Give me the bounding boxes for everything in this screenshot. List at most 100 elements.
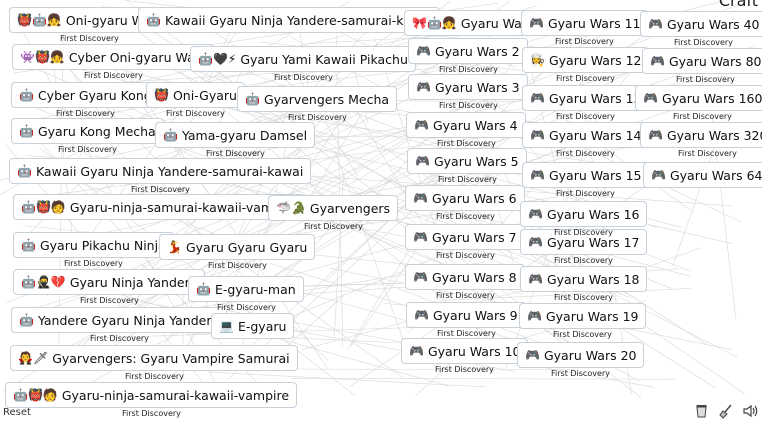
element-emoji-icon: 🎮 xyxy=(648,17,663,31)
element-tile[interactable]: 🎮Gyaru Wars 640 xyxy=(643,162,762,188)
element-emoji-icon: 🎮 xyxy=(651,168,666,182)
element-tile[interactable]: 🤖Cyber Gyaru Kong xyxy=(11,82,160,108)
first-discovery-badge: First Discovery xyxy=(556,112,615,121)
element-label: Gyaru-ninja-samurai-kawaii-vampire xyxy=(61,387,290,403)
element-emoji-icon: 🎮 xyxy=(414,118,429,132)
element-emoji-icon: 🎮 xyxy=(414,308,429,322)
element-label: Gyaru-ninja-samurai-kawaii-vampire xyxy=(69,199,298,215)
element-tile[interactable]: 🤖Gyarvengers Mecha xyxy=(237,86,398,112)
element-tile[interactable]: 🎮Gyaru Wars 17 xyxy=(520,229,648,255)
first-discovery-badge: First Discovery xyxy=(435,365,494,374)
reset-button[interactable]: Reset xyxy=(3,407,31,418)
element-tile[interactable]: 🎮Gyaru Wars 20 xyxy=(517,342,645,368)
first-discovery-badge: First Discovery xyxy=(208,261,267,270)
element-tile[interactable]: 💻E-gyaru xyxy=(211,313,295,339)
element-tile[interactable]: 🤖Gyaru Kong Mecha xyxy=(11,118,164,144)
element-tile[interactable]: 💃Gyaru Gyaru Gyaru xyxy=(159,234,316,260)
element-tile[interactable]: 🤖👹🧑Gyaru-ninja-samurai-kawaii-vampire xyxy=(13,194,306,220)
element-emoji-icon: 🤖 xyxy=(17,164,32,178)
element-emoji-icon: 🎮 xyxy=(528,272,543,286)
element-tile[interactable]: 🎮Gyaru Wars 10 xyxy=(401,338,529,364)
element-label: Gyaru Gyaru Gyaru xyxy=(185,239,308,255)
element-tile[interactable]: 🎮Gyaru Wars 15 xyxy=(522,162,650,188)
element-tile[interactable]: 👩‍🍳Gyaru Wars 12 xyxy=(522,47,650,73)
element-tile[interactable]: 🎀🤖👧Gyaru Wars xyxy=(404,10,542,36)
element-tile[interactable]: 🎮Gyaru Wars 13 xyxy=(522,85,650,111)
element-label: Cyber Oni-gyaru Wars xyxy=(68,49,207,65)
connection-line xyxy=(287,368,575,371)
element-label: Gyaru Wars 4 xyxy=(432,117,518,133)
element-tile[interactable]: 🤖🥷💔Gyaru Ninja Yandere xyxy=(13,269,206,295)
first-discovery-badge: First Discovery xyxy=(556,189,615,198)
element-tile[interactable]: 🎮Gyaru Wars 160 xyxy=(635,85,762,111)
element-tile[interactable]: 🎮Gyaru Wars 11 xyxy=(521,10,649,36)
element-emoji-icon: 🤖🖤⚡ xyxy=(198,52,237,66)
element-tile[interactable]: 🎮Gyaru Wars 14 xyxy=(522,122,650,148)
element-tile[interactable]: 👾👹👧Cyber Oni-gyaru Wars xyxy=(12,44,215,70)
element-tile[interactable]: 🎮Gyaru Wars 7 xyxy=(405,224,525,250)
element-label: Gyaru Wars 14 xyxy=(548,127,642,143)
element-tile[interactable]: 👹Oni-Gyaru xyxy=(146,82,245,108)
element-emoji-icon: 🎮 xyxy=(415,154,430,168)
element-emoji-icon: 🤖🥷💔 xyxy=(21,275,66,289)
element-emoji-icon: 🎮 xyxy=(650,54,665,68)
element-tile[interactable]: 🎮Gyaru Wars 5 xyxy=(407,148,527,174)
element-tile[interactable]: 🤖E-gyaru-man xyxy=(188,276,304,302)
element-tile[interactable]: 🧛🗡Gyarvengers: Gyaru Vampire Samurai xyxy=(10,345,298,371)
element-emoji-icon: 🤖 xyxy=(21,238,36,252)
element-tile[interactable]: 🤖Yandere Gyaru Ninja Yandere xyxy=(11,307,227,333)
first-discovery-badge: First Discovery xyxy=(58,145,117,154)
element-tile[interactable]: 🎮Gyaru Wars 8 xyxy=(405,264,525,290)
element-tile[interactable]: 🎮Gyaru Wars 40 xyxy=(640,11,762,37)
element-label: Gyaru Wars 2 xyxy=(434,43,520,59)
element-tile[interactable]: 🤖Gyaru Pikachu Ninja xyxy=(13,232,174,258)
element-tile[interactable]: 🤖Kawaii Gyaru Ninja Yandere-samurai-kawa… xyxy=(9,158,312,184)
first-discovery-badge: First Discovery xyxy=(676,75,735,84)
first-discovery-badge: First Discovery xyxy=(678,149,737,158)
first-discovery-badge: First Discovery xyxy=(554,228,613,237)
element-tile[interactable]: 🎮Gyaru Wars 80 xyxy=(642,48,762,74)
element-tile[interactable]: 🎮Gyaru Wars 2 xyxy=(408,38,528,64)
first-discovery-badge: First Discovery xyxy=(166,109,225,118)
element-tile[interactable]: 🎮Gyaru Wars 16 xyxy=(520,201,648,227)
element-emoji-icon: 👹 xyxy=(154,88,169,102)
element-emoji-icon: 💃 xyxy=(167,240,182,254)
element-emoji-icon: 🤖👹🧑 xyxy=(13,388,58,402)
element-tile[interactable]: 🎮Gyaru Wars 19 xyxy=(519,303,647,329)
first-discovery-badge: First Discovery xyxy=(436,291,495,300)
first-discovery-badge: First Discovery xyxy=(555,37,614,46)
element-tile[interactable]: 🤖Yama-gyaru Damsel xyxy=(155,122,316,148)
app-title: Craft xyxy=(718,0,758,10)
element-tile[interactable]: 🎮Gyaru Wars 4 xyxy=(406,112,526,138)
element-label: Yandere Gyaru Ninja Yandere xyxy=(37,312,219,328)
first-discovery-badge: First Discovery xyxy=(288,113,347,122)
element-emoji-icon: 👹🤖👧 xyxy=(17,13,62,27)
first-discovery-badge: First Discovery xyxy=(80,296,139,305)
element-tile[interactable]: 🤖🖤⚡Gyaru Yami Kawaii Pikachu xyxy=(190,46,416,72)
first-discovery-badge: First Discovery xyxy=(125,372,184,381)
first-discovery-badge: First Discovery xyxy=(436,212,495,221)
element-tile[interactable]: 🤖Kawaii Gyaru Ninja Yandere-samurai-kawa… xyxy=(138,7,441,33)
element-label: Gyaru Wars 6 xyxy=(431,190,517,206)
element-tile[interactable]: 🎮Gyaru Wars 320 xyxy=(640,122,762,148)
first-discovery-badge: First Discovery xyxy=(64,259,123,268)
first-discovery-badge: First Discovery xyxy=(553,330,612,339)
element-label: E-gyaru-man xyxy=(214,281,296,297)
first-discovery-badge: First Discovery xyxy=(217,303,276,312)
element-tile[interactable]: 🎮Gyaru Wars 18 xyxy=(520,266,648,292)
connection-line xyxy=(306,100,370,205)
element-tile[interactable]: 🎮Gyaru Wars 6 xyxy=(405,185,525,211)
first-discovery-badge: First Discovery xyxy=(131,185,190,194)
first-discovery-badge: First Discovery xyxy=(56,109,115,118)
element-tile[interactable]: 🎮Gyaru Wars 3 xyxy=(408,74,528,100)
element-tile[interactable]: 🤖👹🧑Gyaru-ninja-samurai-kawaii-vampire xyxy=(5,382,298,408)
element-emoji-icon: 🤖 xyxy=(19,88,34,102)
broom-icon[interactable] xyxy=(718,403,734,419)
speaker-icon[interactable] xyxy=(742,403,758,419)
connection-line xyxy=(237,206,351,328)
element-tile[interactable]: 🎮Gyaru Wars 9 xyxy=(406,302,526,328)
element-label: Gyaru Wars 40 xyxy=(666,16,760,32)
element-tile[interactable]: 🦈🐊Gyarvengers xyxy=(268,195,399,221)
coffee-icon[interactable] xyxy=(694,403,710,419)
